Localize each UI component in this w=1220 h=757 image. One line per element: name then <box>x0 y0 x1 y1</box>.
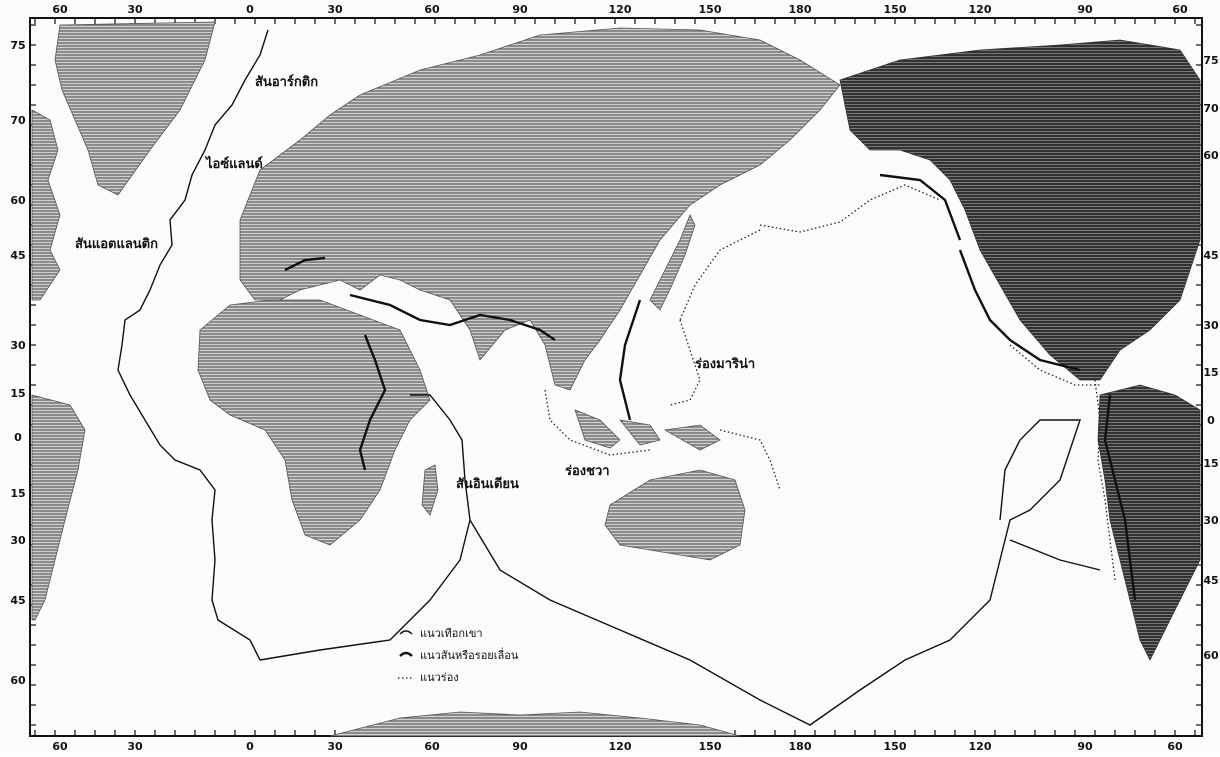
tonga-trench <box>719 429 781 491</box>
right-latitude-label: 30 <box>1203 319 1219 332</box>
right-latitude-label: 45 <box>1203 574 1218 587</box>
bottom-longitude-label: 30 <box>127 740 143 753</box>
right-latitude-label: 15 <box>1203 366 1218 379</box>
bottom-longitude-label: 60 <box>424 740 440 753</box>
left-latitude-label: 60 <box>10 194 26 207</box>
top-longitude-label: 120 <box>609 3 632 16</box>
map-legend: แนวเทือกเขา แนวสันหรือรอยเลื่อน แนวร่อง <box>398 627 519 684</box>
right-latitude-label: 60 <box>1203 649 1219 662</box>
south-america-left <box>31 394 86 621</box>
greenland-left <box>54 21 216 196</box>
java-trench <box>544 389 651 456</box>
eurasia <box>239 27 841 391</box>
peru-chile-trench <box>1094 379 1116 581</box>
left-latitude-label: 0 <box>14 431 22 444</box>
bottom-longitude-label: 90 <box>512 740 528 753</box>
top-longitude-label: 30 <box>327 3 343 16</box>
right-latitude-label: 0 <box>1207 414 1215 427</box>
bottom-longitude-label: 180 <box>789 740 812 753</box>
top-longitude-label: 0 <box>246 3 254 16</box>
label-mariana-trench: ร่องมาริน่า <box>695 357 755 372</box>
right-latitude-label: 30 <box>1203 514 1219 527</box>
andes-fault <box>1103 394 1137 601</box>
legend-fault-symbol <box>399 651 413 657</box>
top-longitude-label: 30 <box>127 3 143 16</box>
top-longitude-label: 60 <box>1172 3 1188 16</box>
east-african-rift <box>358 334 387 471</box>
left-latitude-label: 15 <box>10 487 25 500</box>
north-america-right <box>839 39 1201 381</box>
label-indian-ridge: สันอินเดียน <box>456 476 519 492</box>
rocky-fault <box>958 249 1081 372</box>
bottom-longitude-label: 150 <box>884 740 907 753</box>
himalaya-fault <box>349 293 556 341</box>
legend-fault-label: แนวสันหรือรอยเลื่อน <box>420 647 519 662</box>
japan <box>649 214 696 311</box>
top-longitude-label: 180 <box>789 3 812 16</box>
legend-trench-label: แนวร่อง <box>420 671 459 684</box>
right-latitude-label: 45 <box>1203 249 1218 262</box>
mariana-trench <box>669 319 701 406</box>
left-latitude-label: 30 <box>10 534 26 547</box>
label-iceland: ไอซ์แลนด์ <box>204 155 263 172</box>
mid-atlantic-ridge <box>117 29 269 661</box>
top-longitude-label: 60 <box>52 3 68 16</box>
left-latitude-label: 70 <box>10 114 26 127</box>
southeast-indian-ridge <box>469 419 1081 726</box>
east-pacific-rise <box>1009 539 1101 571</box>
right-latitude-label: 15 <box>1203 457 1218 470</box>
top-longitude-label: 150 <box>699 3 722 16</box>
place-labels: สันอาร์กติก ไอซ์แลนด์ สันแอตแลนติก ร่องม… <box>75 74 755 492</box>
south-america-right <box>1097 384 1201 661</box>
australia <box>604 469 746 561</box>
landmasses <box>31 21 1201 737</box>
left-latitude-label: 30 <box>10 339 26 352</box>
plate-boundaries <box>117 29 1101 726</box>
africa <box>197 299 431 546</box>
label-arctic-ridge: สันอาร์กติก <box>255 74 318 90</box>
left-latitude-label: 15 <box>10 387 25 400</box>
bottom-longitude-label: 60 <box>1167 740 1183 753</box>
top-longitude-label: 60 <box>424 3 440 16</box>
legend-ridge-symbol <box>399 630 413 635</box>
aleutian-trench <box>759 184 941 233</box>
bottom-longitude-label: 90 <box>1077 740 1093 753</box>
label-atlantic-ridge: สันแอตแลนติก <box>75 237 158 252</box>
label-java-trench: ร่องชวา <box>565 464 610 479</box>
bottom-longitude-label: 60 <box>52 740 68 753</box>
bottom-longitude-label: 150 <box>699 740 722 753</box>
left-latitude-label: 45 <box>10 249 25 262</box>
antarctica <box>329 711 741 737</box>
bottom-longitude-label: 120 <box>969 740 992 753</box>
kuril-trench <box>679 229 761 321</box>
trenches <box>544 184 1116 581</box>
bottom-longitude-label: 120 <box>609 740 632 753</box>
top-longitude-label: 120 <box>969 3 992 16</box>
indonesia <box>574 409 721 451</box>
japan-fault <box>618 299 642 421</box>
right-latitude-label: 70 <box>1203 102 1219 115</box>
right-latitude-label: 60 <box>1203 149 1219 162</box>
north-america-left <box>31 109 61 301</box>
right-latitude-label: 75 <box>1203 54 1218 67</box>
alaska-fault <box>879 173 962 241</box>
madagascar <box>421 464 439 516</box>
left-latitude-label: 45 <box>10 594 25 607</box>
alpine-fault <box>284 256 326 272</box>
legend-ridge-label: แนวเทือกเขา <box>420 627 483 640</box>
bottom-longitude-label: 0 <box>246 740 254 753</box>
top-longitude-label: 90 <box>512 3 528 16</box>
left-latitude-label: 75 <box>10 39 25 52</box>
bottom-longitude-label: 30 <box>327 740 343 753</box>
fault-lines <box>284 173 1137 601</box>
left-latitude-label: 60 <box>10 674 26 687</box>
top-longitude-label: 150 <box>884 3 907 16</box>
top-longitude-label: 90 <box>1077 3 1093 16</box>
